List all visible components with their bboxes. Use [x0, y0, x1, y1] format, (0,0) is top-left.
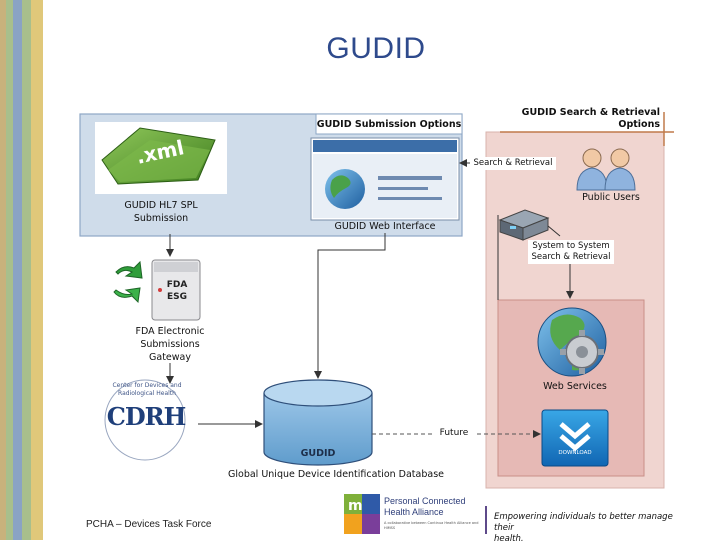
fda-server-line1: FDA [166, 280, 188, 290]
footer-left-text: PCHA – Devices Task Force [86, 519, 212, 530]
web-services-globe-icon [537, 307, 607, 377]
web-interface-label: GUDID Web Interface [334, 221, 436, 232]
public-users-icon [576, 148, 636, 191]
search-retrieval-label: Search & Retrieval [470, 157, 556, 170]
hl7-label-line1: GUDID HL7 SPL [124, 200, 198, 211]
fda-esg-line1: FDA Electronic [135, 326, 205, 337]
cdrh-logo [104, 379, 186, 461]
pcha-logo-line2: Health Alliance [384, 507, 444, 517]
connector-server-to-system [547, 225, 561, 237]
fda-esg-line3: Gateway [149, 352, 191, 363]
footer-tagline-line1: Empowering individuals to better manage … [494, 512, 673, 533]
connector-web-interface-to-database [314, 233, 386, 379]
cdrh-letters: CDRH [106, 402, 187, 431]
search-header-line2: Options [618, 119, 660, 130]
gudid-database-icon [263, 379, 373, 466]
submission-header: GUDID Submission Options [316, 119, 462, 130]
fda-esg-green-arrow-icon [115, 260, 143, 279]
web-interface-line-1 [378, 176, 442, 180]
pcha-logo-tagline: A collaborative between Continua Health … [384, 521, 479, 530]
xml-folder-icon [101, 127, 216, 185]
svg-text:m: m [348, 498, 363, 514]
web-interface-globe-continents [330, 175, 351, 198]
public-users-label: Public Users [582, 192, 640, 203]
footer-tagline-line2: health. [494, 534, 524, 544]
fda-esg-line2: Submissions [140, 339, 200, 350]
decorative-stripe-4 [22, 0, 31, 540]
web-interface-titlebar [313, 140, 457, 152]
pcha-logo-line1: Personal Connected [384, 496, 466, 506]
system-to-system-line1: System to System [528, 240, 614, 253]
pcha-logo-mark-icon: m [344, 494, 380, 534]
search-header-line1: GUDID Search & Retrieval [521, 107, 660, 118]
decorative-stripe-5 [31, 0, 43, 540]
system-to-system-line2: Search & Retrieval [528, 251, 614, 264]
system-server-icon [498, 209, 550, 241]
web-services-label: Web Services [543, 381, 607, 392]
pcha-logo: m Personal Connected Health Alliance A c… [344, 494, 480, 536]
future-label: Future [434, 427, 474, 440]
submission-header-box [315, 113, 463, 135]
download-label: DOWNLOAD [558, 450, 592, 456]
fda-esg-server-icon [113, 259, 201, 321]
decorative-stripe-3 [13, 0, 22, 540]
database-caption: Global Unique Device Identification Data… [228, 469, 444, 480]
decorative-stripe-2 [6, 0, 13, 540]
slide-title: GUDID [326, 32, 426, 65]
web-interface-line-3 [378, 197, 442, 200]
hl7-label-line2: Submission [133, 213, 189, 224]
cdrh-ring-text: Center for Devices and Radiological Heal… [112, 382, 182, 397]
footer-tagline: Empowering individuals to better manage … [494, 512, 694, 545]
web-interface-line-2 [378, 187, 428, 190]
database-label: GUDID [300, 448, 336, 459]
fda-server-line2: ESG [166, 292, 188, 302]
download-icon [541, 409, 609, 467]
decorative-stripe-1 [0, 0, 6, 540]
